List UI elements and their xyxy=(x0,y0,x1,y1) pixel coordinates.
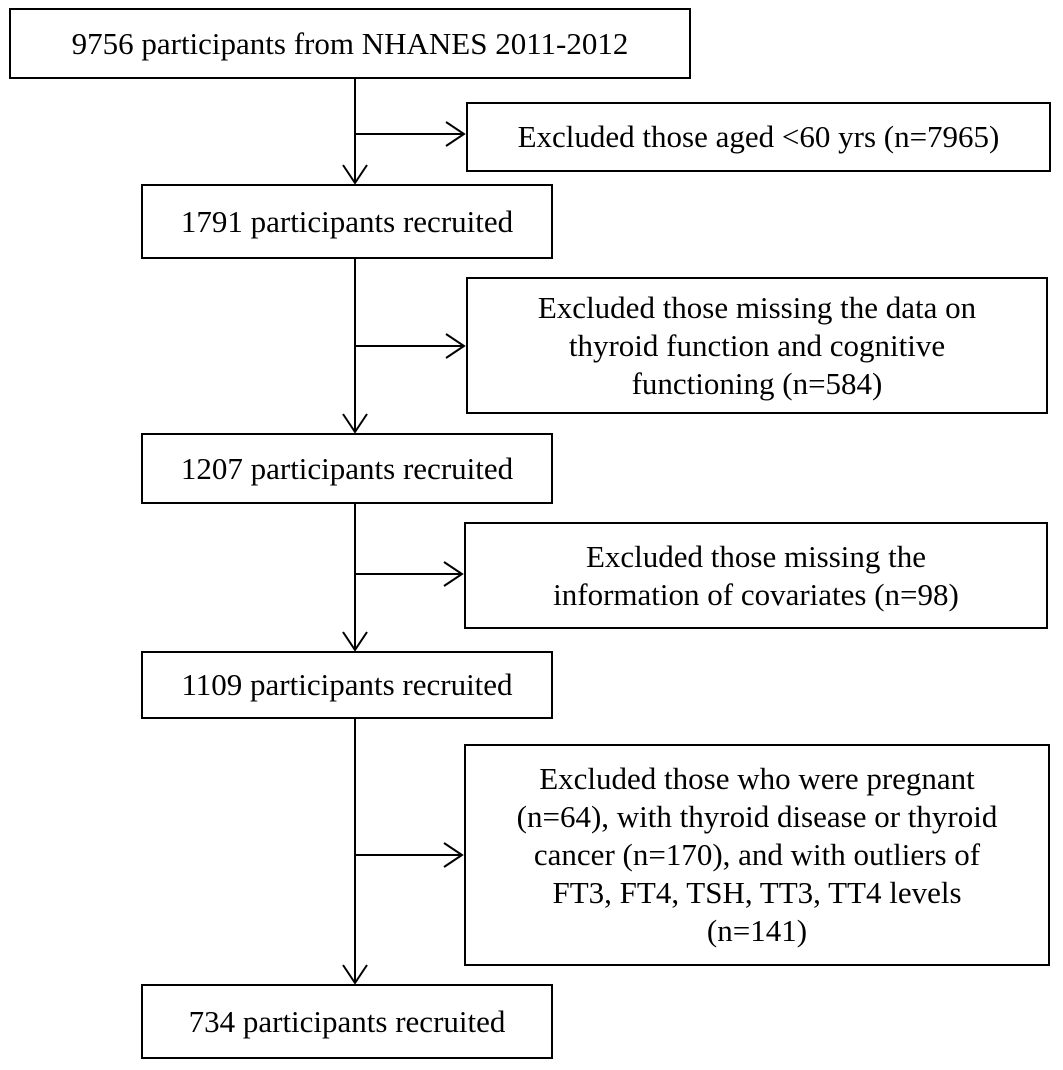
exclusion-label: Excluded those missing the information o… xyxy=(553,538,959,612)
main-step-label: 1207 participants recruited xyxy=(180,450,514,486)
main-step-box: 734 participants recruited xyxy=(141,984,553,1059)
main-step-label: 1109 participants recruited xyxy=(181,667,513,702)
main-step-label: 1791 participants recruited xyxy=(180,203,514,239)
down-arrowhead xyxy=(342,164,368,185)
main-step-box: 1207 participants recruited xyxy=(141,433,553,504)
right-arrowhead xyxy=(443,842,464,868)
exclusion-box: Excluded those missing the information o… xyxy=(464,522,1048,629)
main-step-label: 734 participants recruited xyxy=(188,1003,506,1039)
exclusion-label: Excluded those missing the data on thyro… xyxy=(537,289,977,401)
right-arrowhead xyxy=(443,561,464,587)
down-arrowhead xyxy=(342,964,368,985)
exclusion-label: Excluded those who were pregnant (n=64),… xyxy=(516,761,998,948)
main-step-box: 9756 participants from NHANES 2011-2012 xyxy=(9,8,691,79)
exclusion-box: Excluded those aged <60 yrs (n=7965) xyxy=(466,102,1051,172)
main-step-label: 9756 participants from NHANES 2011-2012 xyxy=(71,25,629,61)
main-step-box: 1791 participants recruited xyxy=(141,184,553,259)
right-arrowhead xyxy=(445,121,466,147)
exclusion-label: Excluded those aged <60 yrs (n=7965) xyxy=(517,119,1000,154)
main-step-box: 1109 participants recruited xyxy=(141,651,553,719)
right-arrowhead xyxy=(445,333,466,359)
exclusion-box: Excluded those who were pregnant (n=64),… xyxy=(464,744,1050,966)
down-arrowhead xyxy=(342,413,368,434)
exclusion-box: Excluded those missing the data on thyro… xyxy=(466,277,1048,414)
down-arrowhead xyxy=(342,631,368,652)
